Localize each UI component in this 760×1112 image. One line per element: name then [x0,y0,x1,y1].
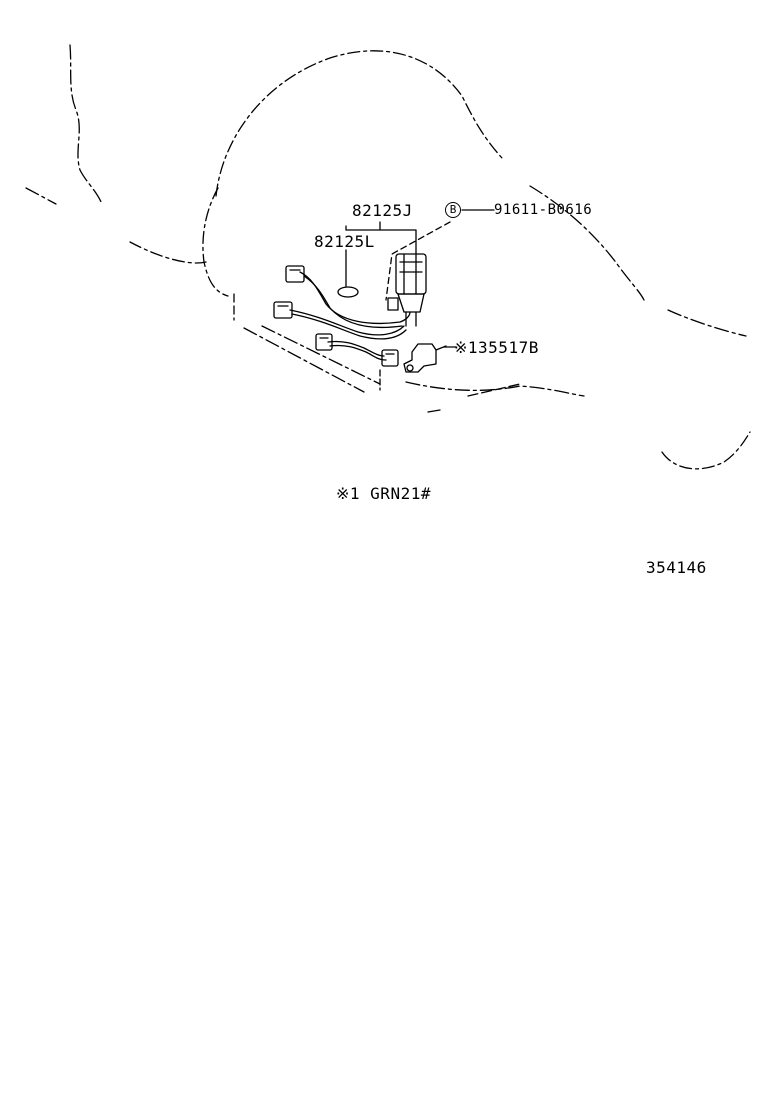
connector-3 [315,333,333,351]
lower-arch-outline [129,241,207,264]
body-outline-left [69,44,103,205]
wire-harness [289,271,411,361]
illustration-number: 354146 [646,558,707,577]
bumper-curve [661,431,751,470]
frame-line-5 [405,381,585,397]
model-footnote: ※1 GRN21# [336,484,431,503]
part-label-82125J: 82125J [352,201,413,220]
leader-82125J [345,221,417,255]
connector-2 [273,301,293,319]
frame-line-6 [427,409,441,413]
frame-line-7 [467,383,521,397]
sensor-connector [387,253,427,327]
frame-line-2 [243,327,365,393]
bolt-callout-icon: B [445,202,461,218]
inner-arch-outline [202,187,229,297]
wheel-arch-outline [215,50,503,197]
part-label-82125L: 82125L [314,232,375,251]
bolt-leader [385,221,451,301]
frame-line-3 [261,325,381,385]
connector-4 [381,349,399,367]
fender-outline [529,185,645,301]
grommet [337,286,359,298]
part-label-bolt: 91611-B0616 [494,202,593,218]
fender-outline-lower [667,309,747,337]
connector-1 [285,265,305,283]
body-outline-left-lower [25,187,57,205]
bracket [403,343,447,373]
part-label-bracket: ※135517B [454,338,539,357]
